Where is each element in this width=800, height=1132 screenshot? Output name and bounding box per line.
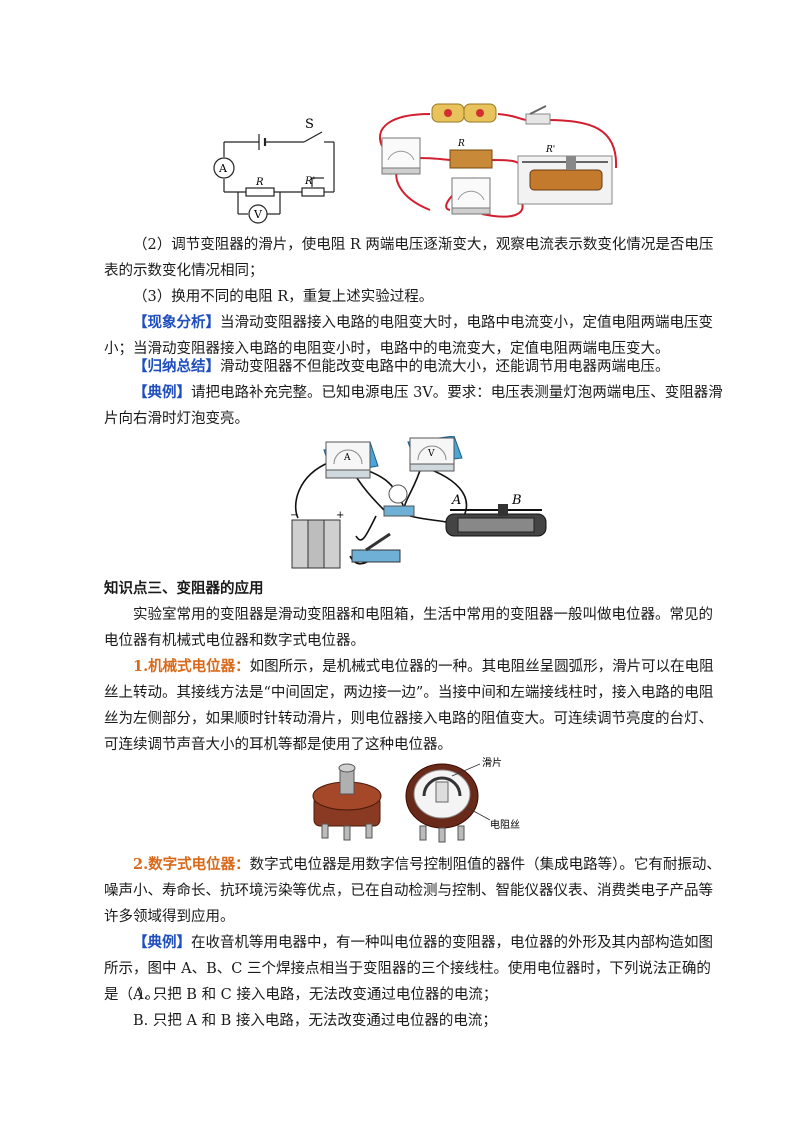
physical-rheostat-label: R': [545, 145, 555, 155]
example-2-text: 在收音机等用电器中，有一种叫电位器的变阻器，电位器的外形及其内部构造如图所示，图…: [104, 935, 713, 1003]
voltmeter-v-label: V: [427, 449, 435, 459]
plus-label: +: [336, 510, 344, 521]
example-1-paragraph: 【典例】请把电路补充完整。已知电源电压 3V。要求：电压表测量灯泡两端电压、变阻…: [104, 380, 724, 432]
physical-circuit-figure: R R': [370, 98, 628, 224]
example-2-tag: 【典例】: [133, 934, 191, 951]
example-2-paragraph: 【典例】在收音机等用电器中，有一种叫电位器的变阻器，电位器的外形及其内部构造如图…: [104, 930, 724, 1008]
ammeter-label: A: [218, 162, 228, 175]
switch-label: S: [305, 117, 314, 132]
ammeter-a-label: A: [343, 453, 351, 463]
potentiometer-figure: 滑片 电阻丝: [302, 756, 542, 846]
point-a-label: A: [451, 493, 461, 508]
mechanical-text: 如图所示，是机械式电位器的一种。其电阻丝呈圆弧形，滑片可以在电阻丝上转动。其接线…: [104, 659, 714, 753]
physical-resistor-label: R: [457, 139, 465, 149]
rheostat-label: R': [304, 176, 315, 187]
digital-tag: 2.数字式电位器：: [133, 856, 250, 873]
option-b: B. 只把 A 和 B 接入电路，无法改变通过电位器的电流；: [133, 1013, 497, 1029]
mechanical-paragraph: 1.机械式电位器：如图所示，是机械式电位器的一种。其电阻丝呈圆弧形，滑片可以在电…: [104, 654, 724, 758]
minus-label: −: [290, 510, 298, 521]
summary-tag: 【归纳总结】: [133, 358, 220, 375]
digital-text: 数字式电位器是用数字信号控制阻值的器件（集成电路等）。它有耐振动、噪声小、寿命长…: [104, 857, 721, 925]
point-b-label: B: [511, 493, 522, 508]
step-2-paragraph: （2）调节变阻器的滑片，使电阻 R 两端电压逐渐变大，观察电流表示数变化情况是否…: [104, 237, 714, 279]
phenomenon-paragraph: 【现象分析】当滑动变阻器接入电路的电阻变大时，电路中电流变小，定值电阻两端电压变…: [104, 310, 724, 362]
step-3-paragraph: （3）换用不同的电阻 R，重复上述实验过程。: [133, 289, 434, 305]
phenomenon-tag: 【现象分析】: [133, 314, 220, 331]
example-circuit-figure: A V − +: [286, 436, 554, 576]
voltmeter-label: V: [253, 208, 263, 221]
section-intro-paragraph: 实验室常用的变阻器是滑动变阻器和电阻箱，生活中常用的变阻器一般叫做电位器。常见的…: [104, 607, 713, 649]
digital-paragraph: 2.数字式电位器：数字式电位器是用数字信号控制阻值的器件（集成电路等）。它有耐振…: [104, 852, 724, 930]
phenomenon-text: 当滑动变阻器接入电路的电阻变大时，电路中电流变小，定值电阻两端电压变小；当滑动变…: [104, 315, 713, 357]
example-1-tag: 【典例】: [133, 384, 191, 401]
summary-paragraph: 【归纳总结】滑动变阻器不但能改变电路中的电流大小，还能调节用电器两端电压。: [104, 354, 724, 380]
slider-label: 滑片: [482, 756, 502, 769]
example-1-text: 请把电路补充完整。已知电源电压 3V。要求：电压表测量灯泡两端电压、变阻器滑片向…: [104, 385, 723, 427]
section-title: 知识点三、变阻器的应用: [104, 581, 264, 597]
wire-label: 电阻丝: [490, 818, 520, 831]
summary-text: 滑动变阻器不但能改变电路中的电流大小，还能调节用电器两端电压。: [220, 359, 670, 375]
mechanical-tag: 1.机械式电位器：: [133, 658, 250, 675]
option-a: A. 只把 B 和 C 接入电路，无法改变通过电位器的电流；: [133, 987, 498, 1003]
resistor-label: R: [255, 177, 264, 188]
circuit-schematic-figure: S A V R R': [204, 112, 344, 224]
